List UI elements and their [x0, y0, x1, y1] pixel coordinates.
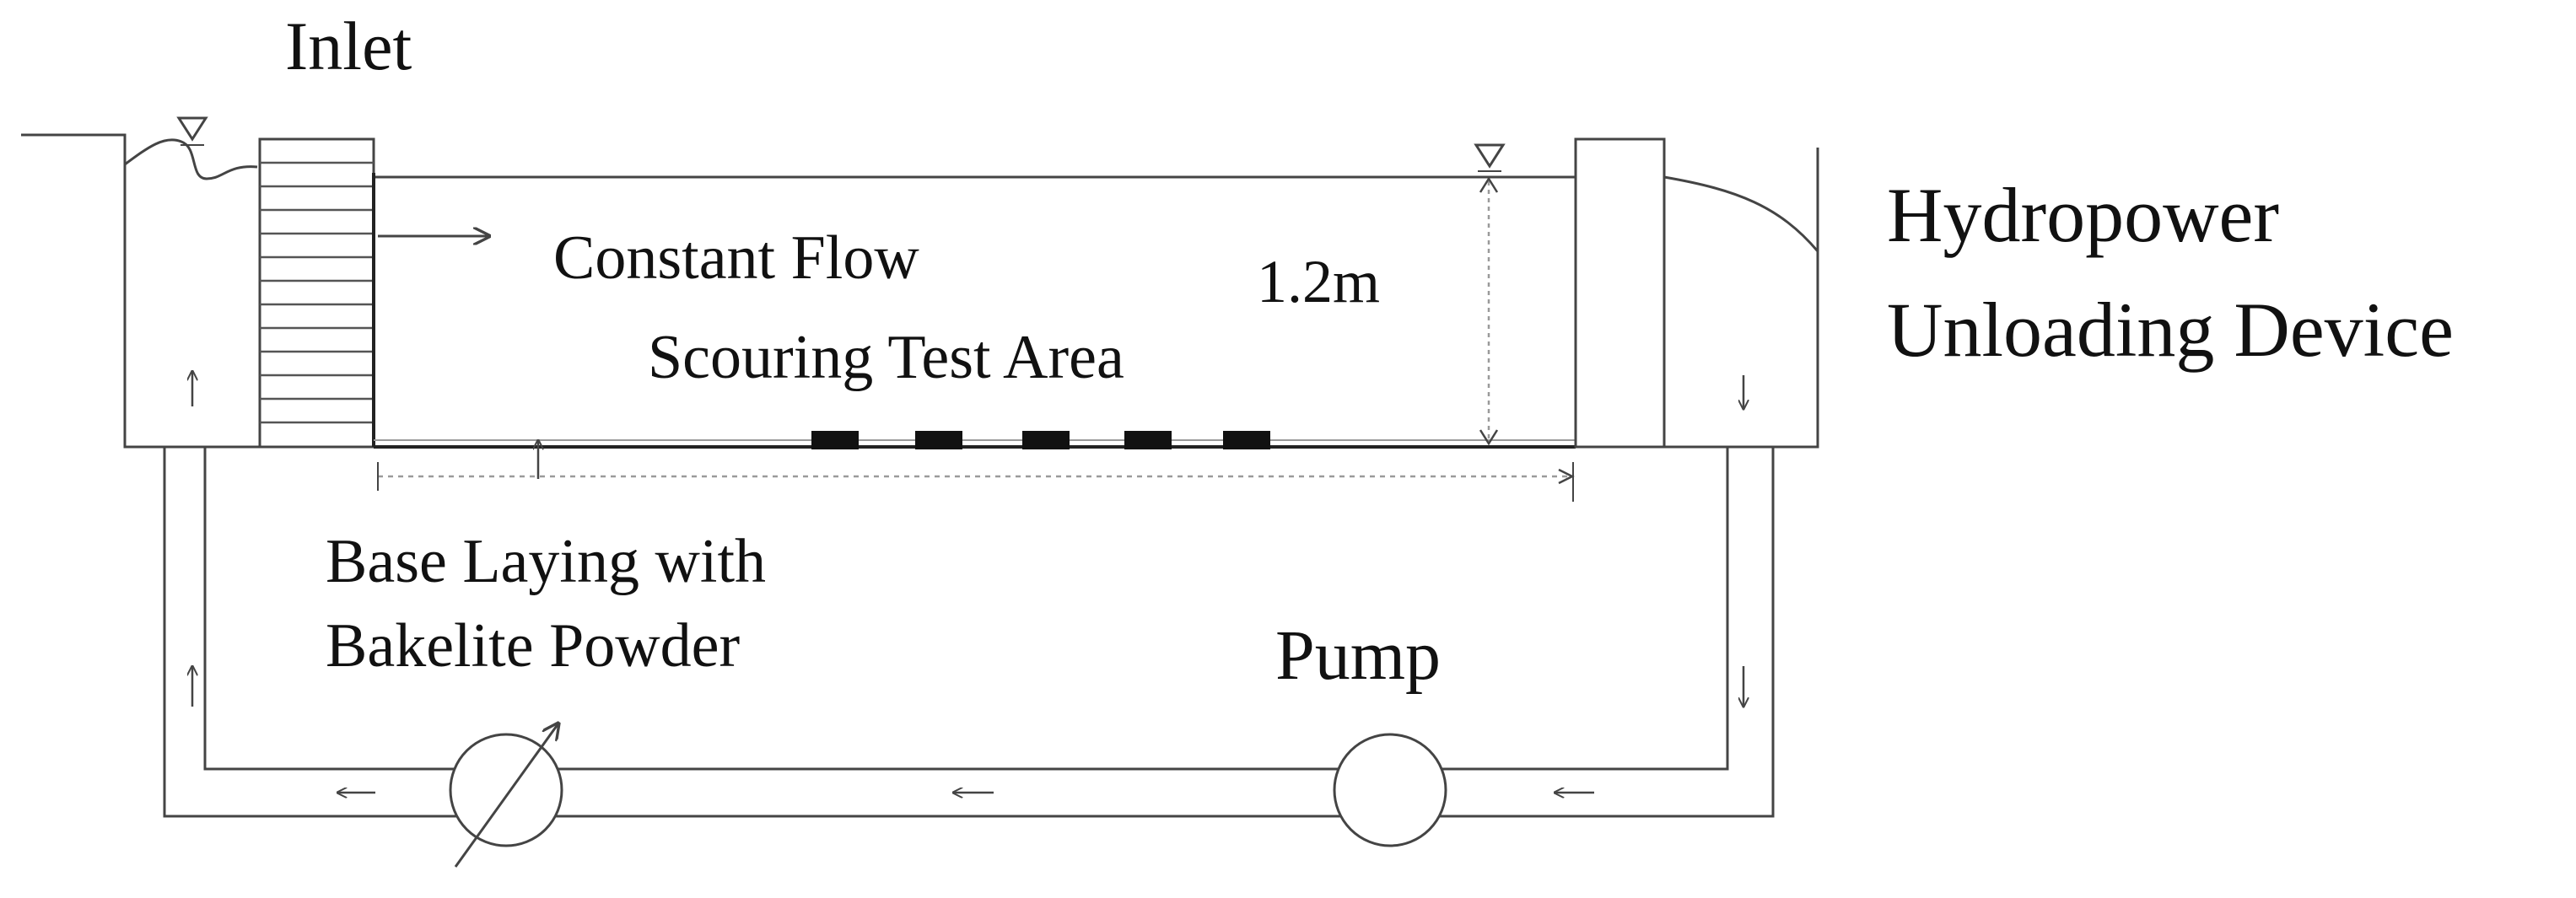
base-laying-label-line2: Bakelite Powder	[326, 611, 740, 680]
test-block-1	[811, 431, 859, 449]
test-block-3	[1022, 431, 1070, 449]
pump-label: Pump	[1275, 616, 1441, 695]
base-length-dimension	[377, 440, 1575, 502]
flow-straightener	[258, 137, 375, 449]
constant-flow-label: Constant Flow	[553, 223, 919, 293]
test-block-5	[1223, 431, 1270, 449]
depth-dimension	[1474, 143, 1506, 446]
depth-label: 1.2m	[1257, 248, 1380, 315]
scouring-test-area-label: Scouring Test Area	[648, 323, 1124, 392]
outlet-tank	[1663, 148, 1819, 449]
valve-icon	[449, 723, 563, 868]
test-block-4	[1124, 431, 1172, 449]
inlet-water-surface	[124, 138, 258, 180]
inlet-label: Inlet	[285, 8, 412, 84]
flume-channel	[372, 173, 1576, 449]
pump-icon	[1333, 733, 1447, 847]
outlet-gate	[1574, 137, 1666, 449]
outlet-water-surface	[1663, 175, 1819, 252]
inlet-tank	[21, 116, 260, 449]
base-laying-label-line1: Base Laying with	[326, 527, 766, 596]
inlet-water-level-icon	[176, 116, 208, 142]
hydropower-label-line1: Hydropower	[1887, 172, 2279, 258]
return-pipe	[163, 447, 1775, 818]
test-block-2	[915, 431, 962, 449]
test-blocks	[811, 431, 1270, 449]
hydropower-label-line2: Unloading Device	[1887, 287, 2454, 373]
outlet-water-level-icon	[1474, 143, 1506, 169]
